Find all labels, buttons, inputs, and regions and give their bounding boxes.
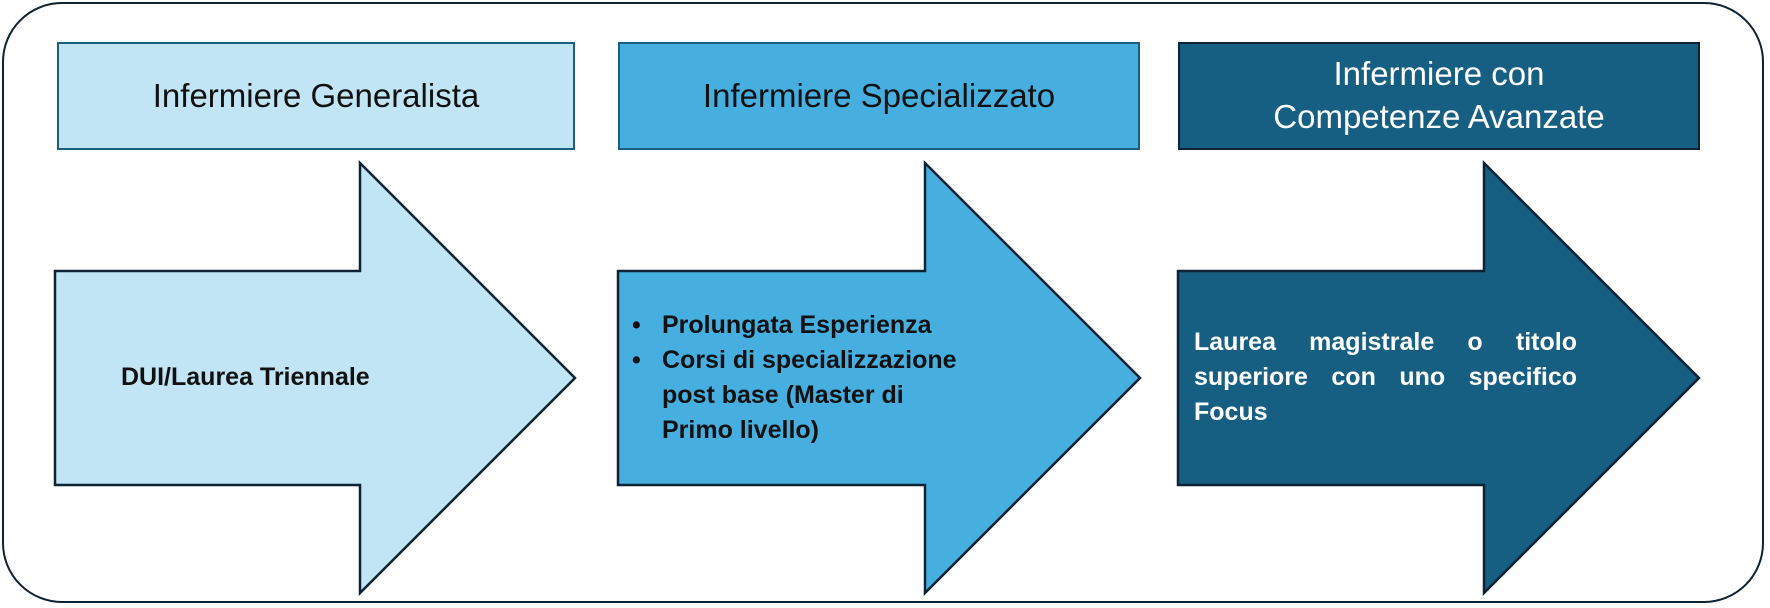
bullet-marker: • xyxy=(632,311,641,339)
stage-1-arrow-text: DUI/Laurea Triennale xyxy=(121,363,370,391)
stage-2-title: Infermiere Specializzato xyxy=(702,76,1056,114)
stage-3-title-box: Infermiere con Competenze Avanzate xyxy=(1178,42,1700,150)
stage-3-arrow xyxy=(1176,159,1701,597)
stage-2-bullet-item: • Corsi di specializzazione post base (M… xyxy=(630,343,962,448)
stage-3-arrow-text: Laurea magistrale o titolo superiore con… xyxy=(1194,328,1577,426)
stage-3-title-line-2: Competenze Avanzate xyxy=(1273,98,1605,135)
stage-2-arrow-text: • Prolungata Esperienza • Corsi di speci… xyxy=(630,308,1030,448)
stage-2-arrow xyxy=(616,159,1142,597)
stage-2-bullet-item: • Prolungata Esperienza xyxy=(630,308,1030,343)
stage-2-title-box: Infermiere Specializzato xyxy=(618,42,1140,150)
stage-1-title-box: Infermiere Generalista xyxy=(57,42,575,150)
bullet-marker: • xyxy=(632,346,641,374)
stage-3-title-line-1: Infermiere con xyxy=(1333,55,1545,93)
stage-1-arrow xyxy=(53,159,577,597)
stage-2-bullet-list: • Prolungata Esperienza • Corsi di speci… xyxy=(630,308,1030,448)
stage-2-bullet-text: Corsi di specializzazione post base (Mas… xyxy=(662,346,957,444)
stage-1-title: Infermiere Generalista xyxy=(152,76,480,114)
stage-2-bullet-text: Prolungata Esperienza xyxy=(662,311,932,339)
